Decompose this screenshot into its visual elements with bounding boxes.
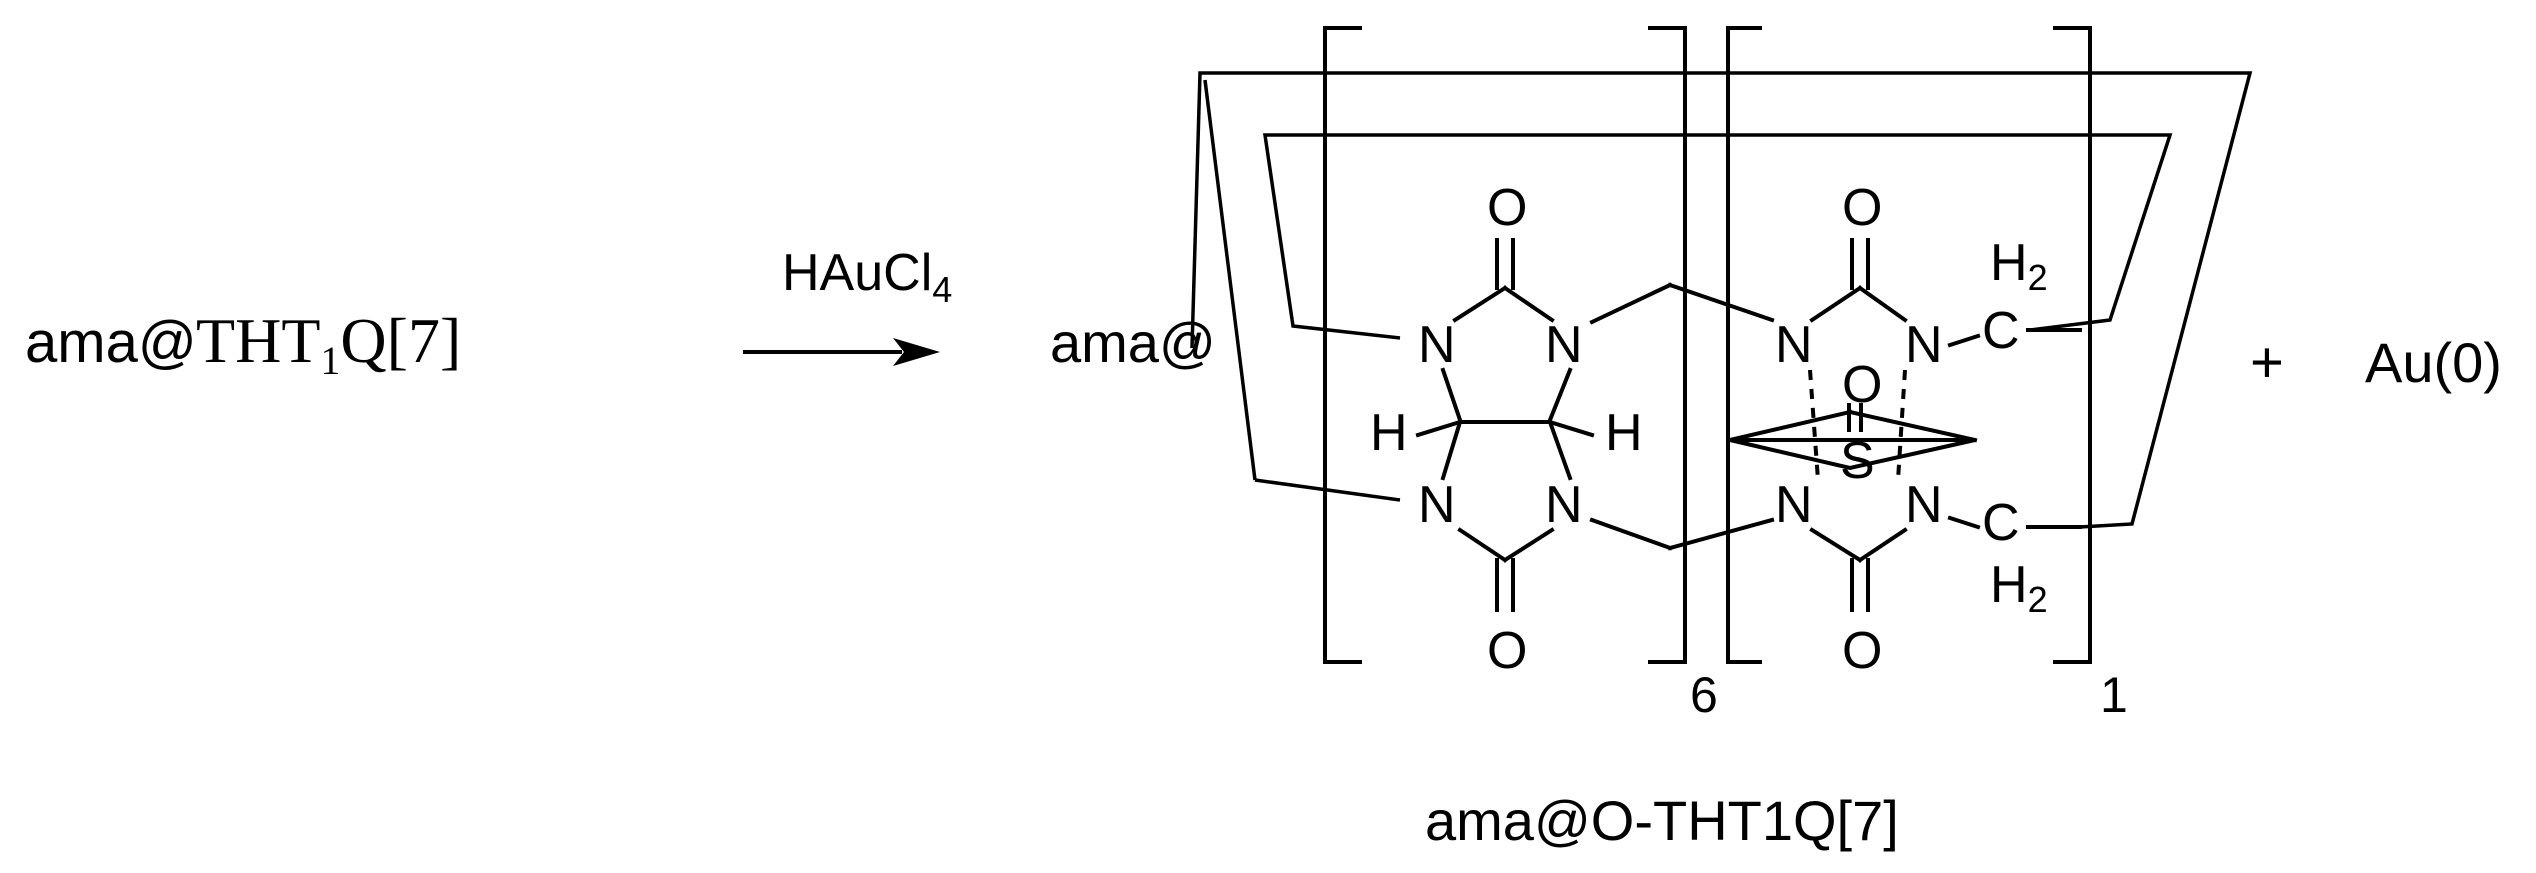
sulfur-ring <box>1729 438 1976 471</box>
reaction-arrow: HAuCl4 <box>743 244 952 366</box>
repeat-count-b: 1 <box>2100 667 2128 723</box>
atom-N-b2: N <box>1905 316 1943 374</box>
byproduct-label: Au(0) <box>2365 331 2502 394</box>
reactant-name-tail: Q[7] <box>340 305 461 376</box>
product-prefix: ama@ <box>1050 311 1216 374</box>
atom-N-b1: N <box>1775 316 1813 374</box>
plus-sign: + <box>2250 330 2284 395</box>
glycoluril-unit <box>1415 238 1775 612</box>
atom-H2-lower: H2 <box>1990 556 2048 620</box>
atom-H2-upper: H2 <box>1990 234 2048 298</box>
atom-O-bottom-a: O <box>1487 622 1527 680</box>
atom-C-lower: C <box>1982 494 2020 552</box>
atom-H-a2: H <box>1605 404 1643 462</box>
reagent-main: HAuCl <box>782 244 932 302</box>
product-caption: ama@O-THT1Q[7] <box>1425 789 1899 852</box>
reactant-label: ama@ THT1Q[7] <box>25 305 461 383</box>
reactant-name: THT1Q[7] <box>196 305 461 383</box>
atom-N-a1: N <box>1418 316 1456 374</box>
bracket-b-right <box>2053 26 2092 664</box>
atom-O-top-a: O <box>1487 179 1527 237</box>
atom-H-a1: H <box>1370 404 1408 462</box>
atom-N-a3: N <box>1418 476 1456 534</box>
atom-N-a4: N <box>1545 476 1583 534</box>
atom-N-b4: N <box>1905 476 1943 534</box>
atom-O-bottom-b: O <box>1842 622 1882 680</box>
atom-labels: O N N H H N N O O N N O S N N O C H2 C H… <box>1370 179 2048 680</box>
macrocycle-inner-frame <box>1262 133 2173 340</box>
reactant-name-main: THT <box>196 305 320 376</box>
bracket-b-left <box>1726 26 1762 664</box>
reagent-label: HAuCl4 <box>782 244 952 310</box>
atom-N-b3: N <box>1775 476 1813 534</box>
atom-O-top-b: O <box>1842 179 1882 237</box>
reactant-prefix: ama@ <box>25 310 197 375</box>
bracket-a-right <box>1648 26 1687 664</box>
atom-C-upper: C <box>1982 302 2020 360</box>
reagent-sub: 4 <box>932 269 952 310</box>
atom-S: S <box>1840 432 1875 490</box>
arrow-head <box>893 338 940 366</box>
macrocycle-outer-frame <box>1190 71 2253 529</box>
repeat-count-a: 6 <box>1690 667 1718 723</box>
tht-unit <box>1727 238 1981 612</box>
bracket-a-left <box>1323 26 1362 664</box>
reactant-name-sub: 1 <box>320 338 340 383</box>
macrocycle-lower-link <box>1254 478 1401 502</box>
atom-O-sulfoxide: O <box>1842 356 1882 414</box>
atom-N-a2: N <box>1545 316 1583 374</box>
macrocycle-outer-frame-left <box>1203 79 1257 481</box>
